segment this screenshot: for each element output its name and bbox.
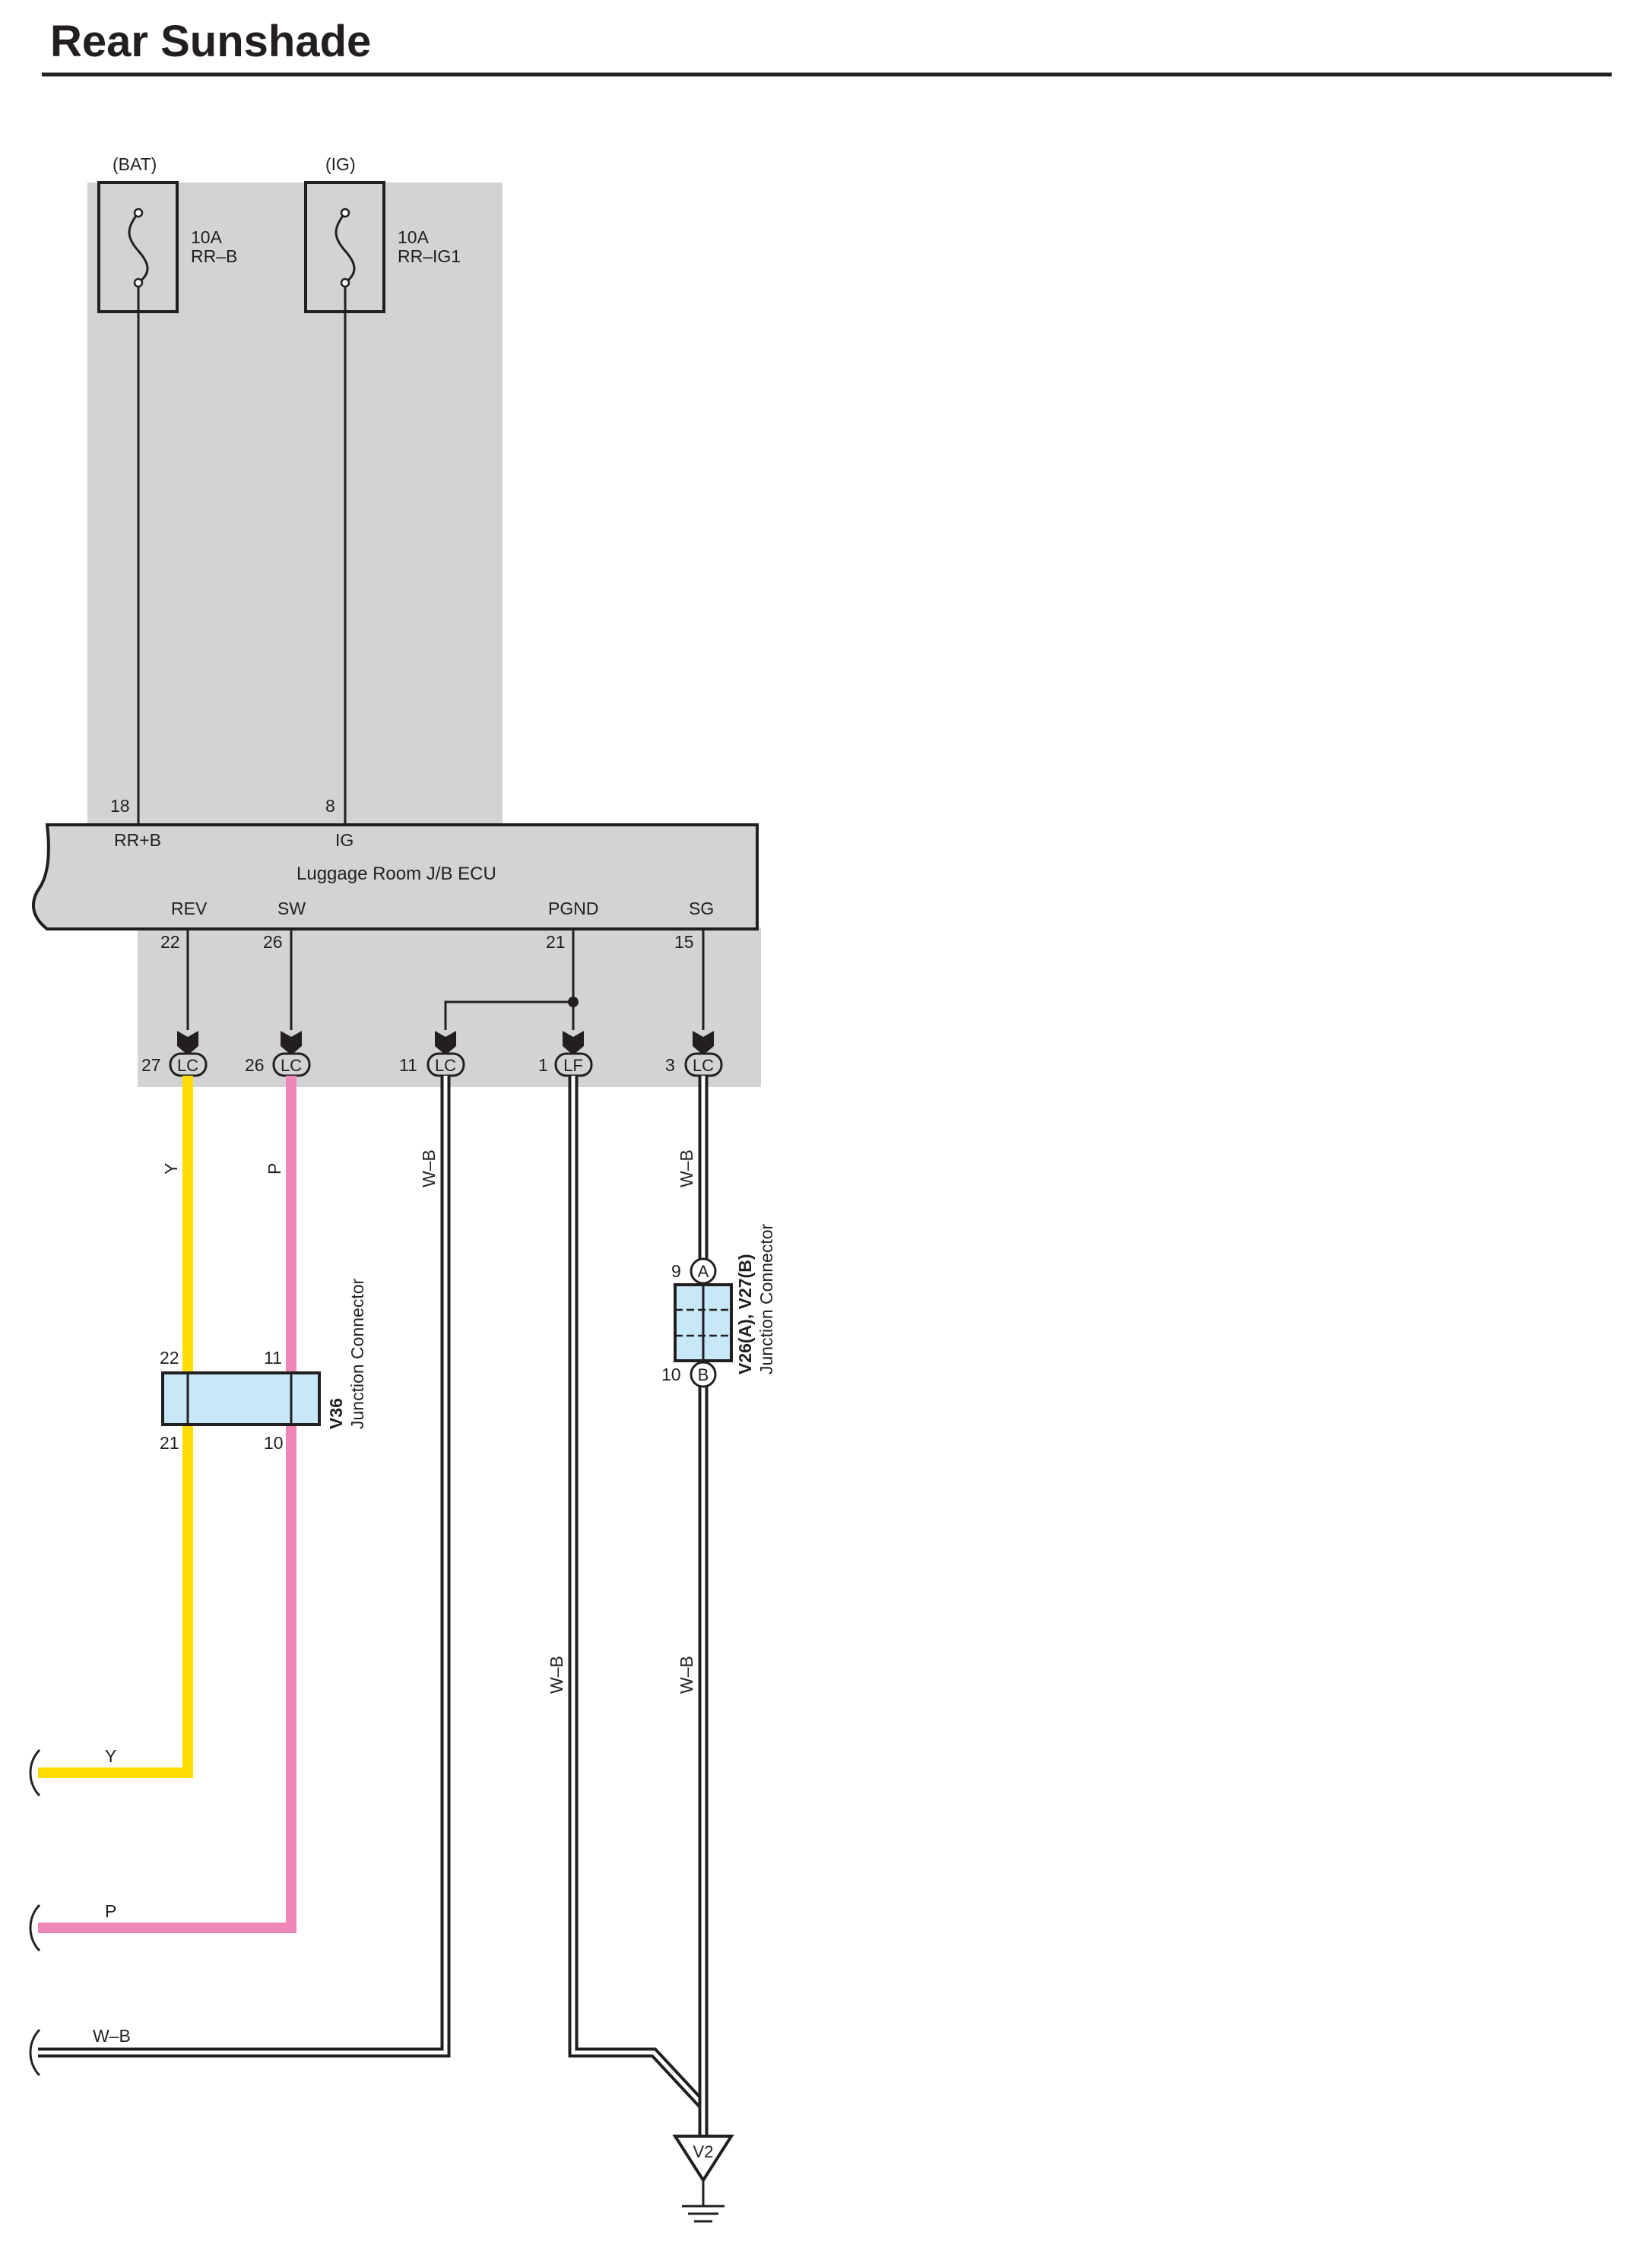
connector-lc-3-code: LC bbox=[693, 1056, 714, 1075]
wire-label-y: Y bbox=[161, 1163, 181, 1175]
ecu-name: Luggage Room J/B ECU bbox=[296, 864, 496, 884]
connector-lc-27-num: 27 bbox=[141, 1055, 161, 1075]
wire-label-wb-3-lower: W–B bbox=[677, 1656, 696, 1694]
junction-connector-v36 bbox=[161, 1371, 321, 1426]
page-title: Rear Sunshade bbox=[50, 17, 371, 66]
connector-arrow-1 bbox=[563, 1031, 584, 1055]
connector-lc-27-code: LC bbox=[177, 1056, 198, 1075]
connector-arrow-27 bbox=[177, 1031, 198, 1055]
wire-label-wb-1-lower: W–B bbox=[547, 1656, 566, 1694]
connector-lc-26-code: LC bbox=[281, 1056, 302, 1075]
ecu-pin-26-num: 26 bbox=[263, 932, 283, 952]
ecu-pin-22-num: 22 bbox=[160, 932, 180, 952]
ecu-pin-21-num: 21 bbox=[546, 932, 566, 952]
ecu-pin-sg-label: SG bbox=[689, 899, 714, 918]
junction-v36-pin-22: 22 bbox=[160, 1348, 179, 1368]
wire-wb-1-inner bbox=[571, 1076, 705, 2107]
junction-v26-letter-a: A bbox=[698, 1262, 709, 1281]
junction-v26-pin-10: 10 bbox=[661, 1365, 681, 1384]
connector-lf-1-num: 1 bbox=[538, 1055, 548, 1075]
wire-label-p: P bbox=[265, 1163, 284, 1175]
ground-v2-label: V2 bbox=[693, 2142, 714, 2161]
ecu-pin-rr-b-label: RR+B bbox=[114, 830, 161, 850]
ecu-pin-8-num: 8 bbox=[325, 796, 335, 816]
ecu-pin-pgnd-label: PGND bbox=[548, 899, 598, 918]
ground-v2-triangle bbox=[672, 2135, 734, 2183]
wire-pgnd-branch bbox=[444, 1000, 573, 1030]
junction-v26-desc: Junction Connector bbox=[756, 1223, 776, 1374]
wire-wb-1-outer bbox=[568, 1076, 707, 2110]
wire-end-label-wb: W–B bbox=[93, 2026, 131, 2046]
connector-lc-11-code: LC bbox=[435, 1056, 456, 1075]
fuse-rr-b-name: RR–B bbox=[191, 246, 237, 266]
pgnd-splice-dot bbox=[568, 997, 579, 1007]
junction-v36-id: V36 bbox=[326, 1398, 346, 1429]
junction-v26-pin-b bbox=[690, 1361, 717, 1388]
junction-v26-pin-a bbox=[690, 1257, 717, 1285]
fuse-rr-ig1-bottom-terminal bbox=[340, 277, 350, 288]
junction-v26-letter-b: B bbox=[698, 1365, 709, 1384]
ecu-box bbox=[31, 823, 759, 930]
fuse-rr-b-amp: 10A bbox=[191, 227, 223, 247]
connector-lc-11-num: 11 bbox=[399, 1055, 417, 1075]
fuse-box-shade bbox=[87, 182, 503, 831]
wire-pink bbox=[38, 1076, 296, 1933]
connector-lf-1-code: LF bbox=[563, 1056, 583, 1075]
connector-arrow-26 bbox=[281, 1031, 302, 1055]
connector-lc-26-num: 26 bbox=[245, 1055, 265, 1075]
wire-wb-break bbox=[29, 2028, 41, 2077]
connector-lc-3-num: 3 bbox=[665, 1055, 675, 1075]
fuse-rr-ig1-icon bbox=[335, 212, 356, 284]
fuse-rr-ig1-amp: 10A bbox=[398, 227, 430, 247]
fuse-rr-b-top-terminal bbox=[133, 208, 144, 218]
fuse-rr-ig1-top-terminal bbox=[340, 208, 350, 218]
junction-v36-pin-10: 10 bbox=[264, 1433, 284, 1453]
connector-arrow-3 bbox=[693, 1031, 714, 1055]
fuse-rr-b-bottom-terminal bbox=[133, 277, 144, 288]
fuse-source-ig: (IG) bbox=[325, 154, 356, 174]
wire-yellow-break bbox=[29, 1748, 41, 1797]
ecu-pin-sw-label: SW bbox=[277, 899, 306, 918]
fuse-source-bat: (BAT) bbox=[113, 154, 157, 174]
junction-v26-pin-9: 9 bbox=[671, 1261, 681, 1281]
junction-v36-pin-11: 11 bbox=[264, 1348, 282, 1368]
junction-v26-id: V26(A), V27(B) bbox=[735, 1254, 755, 1374]
wire-wb-11-inner bbox=[38, 1076, 448, 2055]
connector-arrow-11 bbox=[435, 1031, 456, 1055]
ecu-pin-ig-label: IG bbox=[335, 830, 354, 850]
ecu-pin-rev-label: REV bbox=[171, 899, 208, 918]
wire-yellow bbox=[38, 1076, 193, 1778]
junction-v36-pin-21: 21 bbox=[160, 1433, 179, 1453]
ecu-pin-15-num: 15 bbox=[674, 932, 694, 952]
ecu-pin-18-num: 18 bbox=[110, 796, 130, 816]
wire-end-label-y: Y bbox=[105, 1746, 116, 1766]
wire-pink-break bbox=[29, 1904, 41, 1952]
fuse-rr-b-icon bbox=[128, 212, 149, 284]
wire-wb-11-outer bbox=[38, 1076, 451, 2058]
fuse-rr-ig1-name: RR–IG1 bbox=[398, 246, 461, 266]
wire-label-wb-3: W–B bbox=[677, 1149, 696, 1187]
junction-v36-desc: Junction Connector bbox=[347, 1278, 367, 1429]
wire-end-label-p: P bbox=[105, 1901, 116, 1921]
wire-label-wb-11: W–B bbox=[419, 1149, 439, 1187]
